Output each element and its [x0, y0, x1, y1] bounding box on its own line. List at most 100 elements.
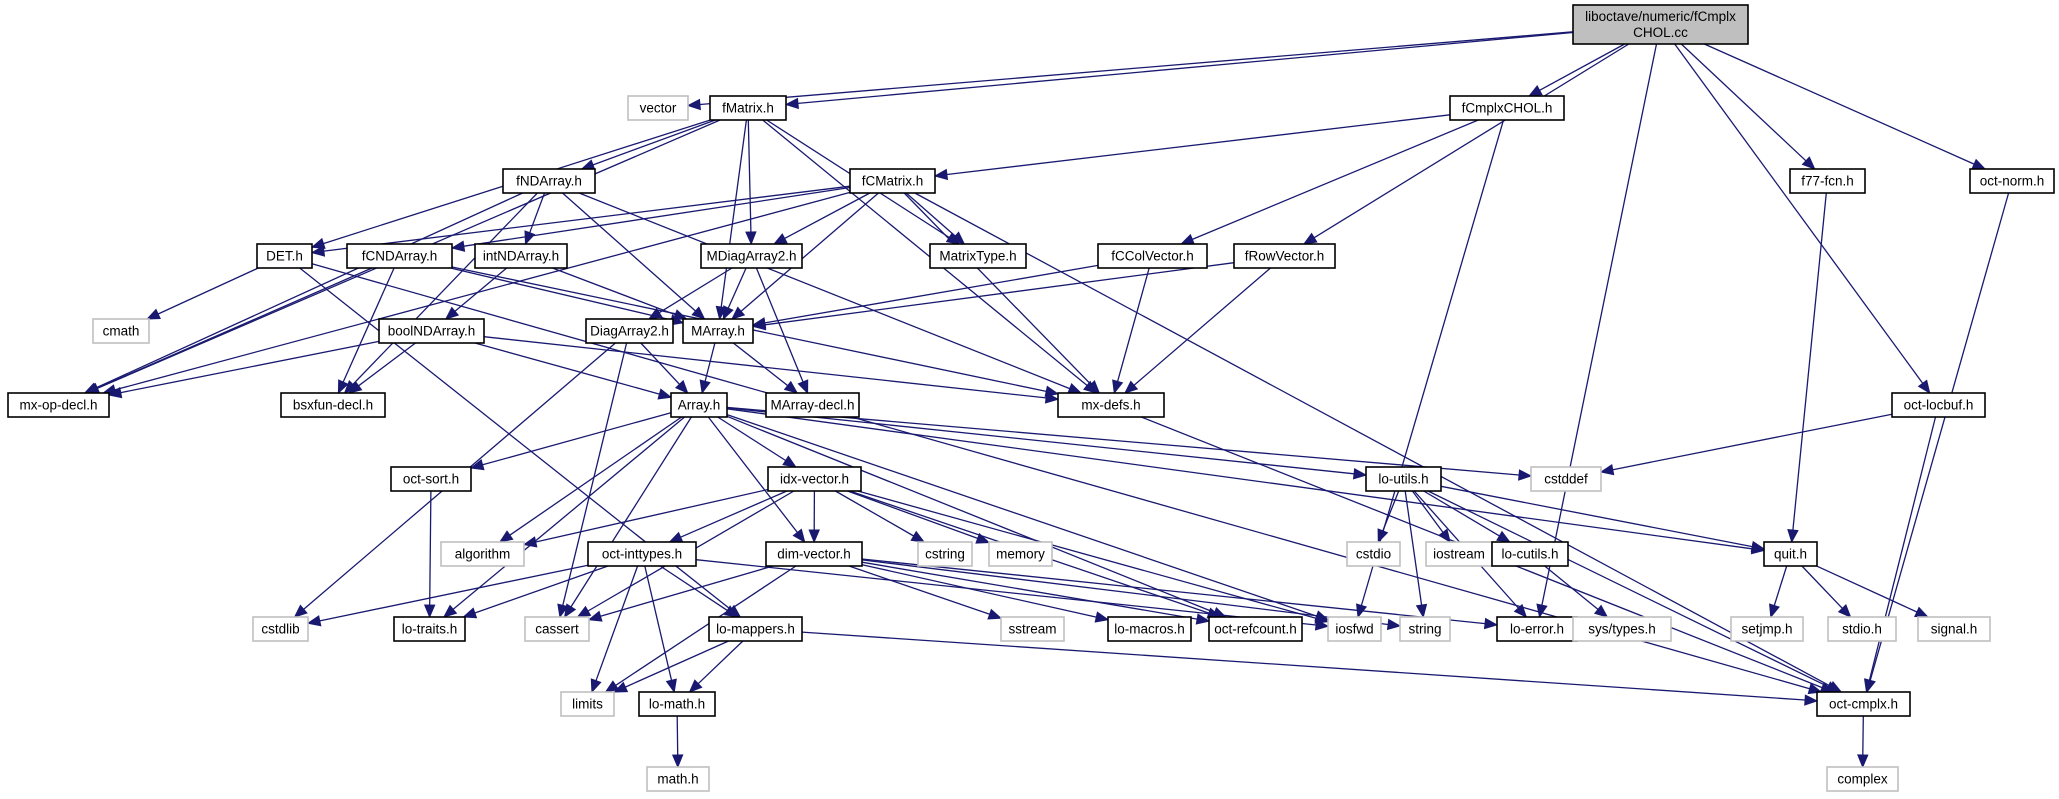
node-Array[interactable]: Array.h [670, 392, 728, 418]
node-fCNDArray[interactable]: fCNDArray.h [346, 243, 453, 269]
node-lomappers[interactable]: lo-mappers.h [708, 616, 803, 642]
node-lotraits[interactable]: lo-traits.h [393, 616, 466, 642]
edge-line [535, 488, 769, 543]
node-box [256, 243, 313, 269]
node-loerror[interactable]: lo-error.h [1496, 616, 1578, 642]
node-label: quit.h [1774, 547, 1807, 562]
node-label: MDiagArray2.h [706, 249, 796, 264]
edge-line [451, 267, 672, 321]
node-dimvector[interactable]: dim-vector.h [765, 541, 863, 567]
node-complex: complex [1826, 766, 1899, 792]
edge-line [762, 119, 1088, 386]
node-f77fcn[interactable]: f77-fcn.h [1789, 168, 1866, 194]
edge-Array-to-quit [726, 408, 1766, 555]
edge-line [797, 31, 1574, 105]
node-fCmplxCHOL[interactable]: fCmplxCHOL.h [1449, 95, 1565, 121]
node-lomacros[interactable]: lo-macros.h [1107, 616, 1192, 642]
arrowhead-icon [423, 604, 436, 619]
arrowhead-icon [604, 680, 620, 693]
node-loutils[interactable]: lo-utils.h [1365, 466, 1442, 492]
arrowhead-icon [557, 603, 569, 619]
node-mxopdecl[interactable]: mx-op-decl.h [7, 392, 110, 418]
edge-DiagArray2-to-Array [640, 342, 689, 394]
node-cstddef: cstddef [1530, 466, 1602, 492]
edge-line [592, 119, 716, 166]
edge-dimvector-to-lomacros [861, 564, 1110, 623]
node-octnorm[interactable]: oct-norm.h [1969, 168, 2055, 194]
node-fCColVector[interactable]: fCColVector.h [1097, 243, 1208, 269]
edge-line [474, 342, 660, 395]
node-label: liboctave/numeric/fCmplx [1585, 9, 1736, 24]
edge-loutils-to-quit [1440, 485, 1766, 553]
node-bsxfundecl[interactable]: bsxfun-decl.h [280, 392, 386, 418]
edge-Array-to-dimvector [707, 416, 806, 544]
edge-line [726, 415, 1215, 614]
edge-line [717, 416, 787, 462]
node-label: fCMatrix.h [862, 174, 924, 189]
node-boolNDArray[interactable]: boolNDArray.h [378, 318, 485, 344]
arrowhead-icon [1124, 380, 1139, 394]
arrowhead-icon [1593, 604, 1609, 618]
edge-line [1541, 43, 1658, 606]
node-label: boolNDArray.h [388, 324, 476, 339]
node-MArray[interactable]: MArray.h [682, 318, 754, 344]
node-octlocbuf[interactable]: oct-locbuf.h [1891, 392, 1986, 418]
node-octrefcount[interactable]: oct-refcount.h [1208, 616, 1303, 642]
node-octcmplx[interactable]: oct-cmplx.h [1816, 691, 1911, 717]
arrowhead-icon [1914, 606, 1929, 618]
node-idxvector[interactable]: idx-vector.h [767, 466, 862, 492]
edge-dimvector-to-limits [604, 565, 797, 693]
node-MArraydecl[interactable]: MArray-decl.h [765, 392, 860, 418]
node-fNDArray[interactable]: fNDArray.h [502, 168, 596, 194]
edge-idxvector-to-memory [847, 490, 991, 544]
node-fRowVector[interactable]: fRowVector.h [1233, 243, 1336, 269]
node-box [1327, 616, 1382, 642]
node-box [988, 541, 1053, 567]
node-label: intNDArray.h [483, 249, 559, 264]
edge-line [755, 267, 804, 383]
node-label: cstdio [1356, 547, 1391, 562]
edge-fCMatrix-to-MDiagArray2 [772, 192, 871, 245]
edge-loutils-to-octcmplx [1427, 490, 1841, 693]
node-MDiagArray2[interactable]: MDiagArray2.h [700, 243, 803, 269]
edge-Array-to-octsort [469, 412, 672, 471]
node-mxdefs[interactable]: mx-defs.h [1057, 392, 1165, 418]
edge-line [801, 631, 1806, 701]
node-root[interactable]: liboctave/numeric/fCmplxCHOL.cc [1572, 4, 1749, 45]
node-box [849, 168, 936, 194]
edge-quit-to-stdio [1801, 565, 1852, 618]
node-intNDArray[interactable]: intNDArray.h [474, 243, 568, 269]
node-fCMatrix[interactable]: fCMatrix.h [849, 168, 936, 194]
node-label: MArray-decl.h [770, 398, 854, 413]
edge-line [659, 565, 728, 611]
edge-loutils-to-cstdio [1377, 490, 1400, 544]
node-DET[interactable]: DET.h [256, 243, 313, 269]
edge-line [562, 342, 628, 606]
node-MatrixType[interactable]: MatrixType.h [929, 243, 1027, 269]
arrowhead-icon [808, 529, 820, 544]
arrowhead-icon [1483, 617, 1499, 630]
arrowhead-icon [1863, 678, 1876, 694]
edge-line [482, 412, 672, 466]
edge-octinttypes-to-iosfwd [695, 559, 1330, 631]
edge-line [726, 413, 1317, 617]
node-fMatrix[interactable]: fMatrix.h [709, 95, 787, 121]
node-box [1572, 616, 1672, 642]
node-octinttypes[interactable]: oct-inttypes.h [587, 541, 697, 567]
edge-intNDArray-to-MArray [552, 267, 688, 320]
edge-line [1192, 119, 1479, 240]
node-label: cstring [925, 547, 965, 562]
node-octsort[interactable]: oct-sort.h [390, 466, 472, 492]
arrowhead-icon [910, 530, 926, 543]
node-quit[interactable]: quit.h [1763, 541, 1818, 567]
node-DiagArray2[interactable]: DiagArray2.h [585, 318, 674, 344]
node-locutils[interactable]: lo-cutils.h [1491, 541, 1569, 567]
edge-fCmplxCHOL-to-fCColVector [1179, 119, 1479, 245]
node-box [627, 95, 689, 121]
edge-line [697, 640, 744, 685]
node-lomath[interactable]: lo-math.h [638, 691, 716, 717]
arrowhead-icon [1112, 379, 1124, 395]
edge-line [835, 490, 915, 537]
arrowhead-icon [1302, 232, 1318, 245]
node-cstdlib: cstdlib [252, 616, 309, 642]
